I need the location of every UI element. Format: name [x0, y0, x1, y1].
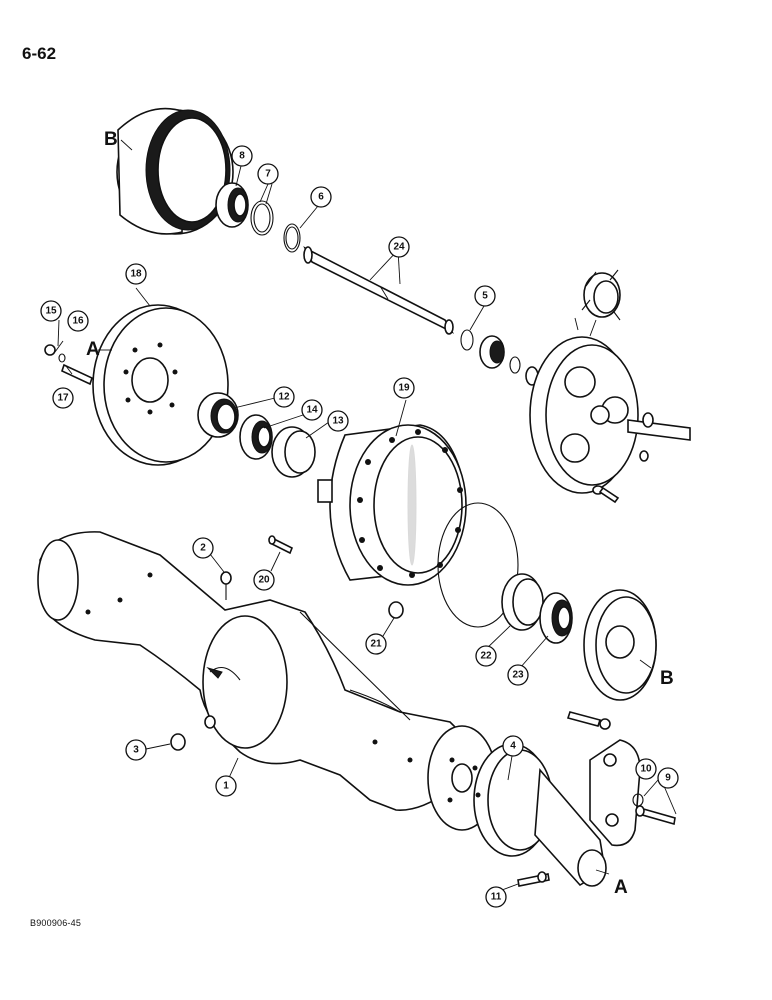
leader-lines — [54, 139, 677, 891]
lower-gear — [583, 589, 657, 701]
carrier-bolt — [592, 485, 620, 504]
svg-text:19: 19 — [398, 383, 410, 394]
part-3-plug — [170, 733, 186, 751]
callout-24: 24 — [388, 236, 410, 258]
callout-23: 23 — [507, 664, 529, 686]
svg-text:18: 18 — [130, 269, 142, 280]
svg-text:5: 5 — [482, 291, 488, 302]
svg-text:13: 13 — [332, 416, 344, 427]
callout-10: 10 — [635, 758, 657, 780]
callout-20: 20 — [253, 569, 275, 591]
callout-18: 18 — [125, 263, 147, 285]
ref-b-lower: B — [660, 668, 674, 689]
svg-text:3: 3 — [133, 745, 139, 756]
svg-text:14: 14 — [306, 405, 318, 416]
svg-text:11: 11 — [491, 892, 502, 903]
callout-4: 4 — [502, 735, 524, 757]
part-20-bolt — [268, 535, 294, 555]
callout-15: 15 — [40, 300, 62, 322]
reference-letters: B A B A — [86, 129, 674, 898]
callout-17: 17 — [52, 387, 74, 409]
callout-7: 7 — [257, 163, 279, 185]
svg-text:15: 15 — [45, 306, 57, 317]
carrier-plug — [639, 450, 649, 462]
ref-b-top: B — [104, 129, 118, 150]
svg-text:17: 17 — [57, 393, 69, 404]
callout-16: 16 — [67, 310, 89, 332]
part-7-snap-ring — [250, 200, 274, 236]
part-1-axle-housing — [37, 531, 469, 811]
bracket — [589, 739, 641, 847]
part-2-breather — [220, 571, 232, 600]
bracket-bolt — [566, 711, 611, 730]
part-4-spindle — [427, 725, 607, 887]
svg-text:12: 12 — [278, 392, 290, 403]
part-19-housing — [317, 424, 467, 586]
callout-19: 19 — [393, 377, 415, 399]
part-5-washer — [460, 329, 474, 351]
part-23-bearing-cone — [539, 592, 573, 644]
part-12-bearing-cup — [197, 392, 239, 438]
svg-text:9: 9 — [665, 773, 671, 784]
callout-14: 14 — [301, 399, 323, 421]
svg-text:4: 4 — [510, 741, 516, 752]
page-number: 6-62 — [22, 44, 57, 63]
callout-3: 3 — [125, 739, 147, 761]
callout-6: 6 — [310, 186, 332, 208]
ref-a-left: A — [86, 339, 100, 360]
seal-ring — [437, 502, 519, 628]
part-21-nut — [388, 601, 404, 619]
part-13-bearing-cup — [271, 426, 316, 478]
svg-text:24: 24 — [393, 242, 405, 253]
svg-text:10: 10 — [640, 764, 652, 775]
callout-13: 13 — [327, 410, 349, 432]
svg-text:1: 1 — [223, 781, 229, 792]
part-6-ring — [283, 223, 301, 253]
callout-1: 1 — [215, 775, 237, 797]
svg-text:16: 16 — [72, 316, 84, 327]
part-22-bearing-cup — [501, 573, 544, 631]
callout-22: 22 — [475, 645, 497, 667]
svg-text:2: 2 — [200, 543, 206, 554]
part-10-washer — [632, 793, 644, 807]
part-18-disc — [92, 304, 229, 466]
svg-text:6: 6 — [318, 192, 324, 203]
callout-8: 8 — [231, 145, 253, 167]
part-11-bolt — [517, 871, 550, 887]
part-14-bearing-cone — [239, 414, 273, 460]
callout-9: 9 — [657, 767, 679, 789]
planetary-carrier — [529, 336, 691, 494]
ring-gear — [116, 107, 234, 235]
callout-2: 2 — [192, 537, 214, 559]
callout-21: 21 — [365, 633, 387, 655]
svg-text:21: 21 — [370, 639, 382, 650]
svg-text:20: 20 — [258, 575, 270, 586]
svg-text:8: 8 — [239, 151, 245, 162]
svg-text:23: 23 — [512, 670, 524, 681]
callout-5: 5 — [474, 285, 496, 307]
part-8-hub — [215, 182, 249, 228]
ref-a-lower: A — [614, 877, 628, 898]
needle-bearing — [479, 335, 505, 369]
callout-12: 12 — [273, 386, 295, 408]
svg-text:22: 22 — [480, 651, 492, 662]
part-17-stud — [44, 344, 93, 386]
small-washer — [509, 356, 521, 374]
part-24-shafts — [303, 246, 455, 335]
svg-text:7: 7 — [265, 169, 271, 180]
planet-gear — [581, 269, 621, 321]
document-code: B900906-45 — [30, 918, 82, 928]
callout-11: 11 — [485, 886, 507, 908]
part-9-bolt — [635, 805, 676, 826]
